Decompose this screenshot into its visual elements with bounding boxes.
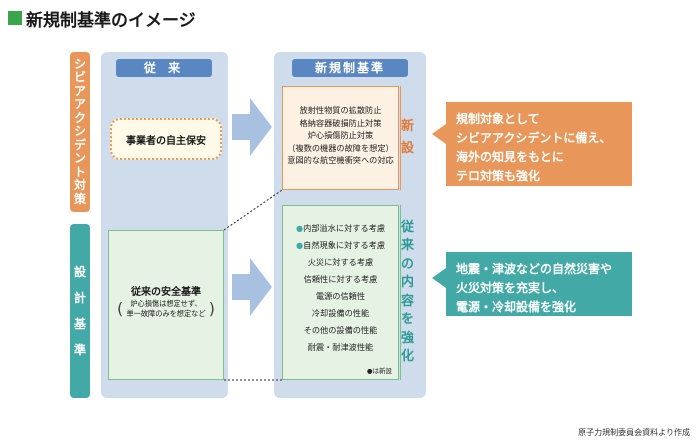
new-marker-icon: ● (295, 240, 304, 250)
side-label-design-basis-text-char: 準 (73, 343, 86, 357)
side-label-severe-accident-text-char: ビ (73, 70, 86, 85)
strengthened-item: 火災に対する考慮 (283, 254, 398, 271)
new-item-label: 格納容器破損防止対策 (299, 117, 382, 128)
note-pointer-bottom (432, 268, 446, 288)
tag-new-bracket: 新設 (400, 86, 427, 190)
severe-accident-note-line: シビアアクシデントに備え、 (456, 131, 612, 145)
strengthened-item: ●内部溢水に対する考慮 (283, 220, 398, 237)
old-safety-standard-note: ( 炉心損傷は想定せず、 単一故障のみを想定など ) (117, 299, 215, 319)
side-label-severe-accident-text-char: ク (73, 110, 86, 125)
strengthened-item: ●自然現象に対する考慮 (283, 237, 398, 254)
strengthened-item-label: 信頼性に対する考慮 (303, 274, 378, 284)
strengthened-item: 信頼性に対する考慮 (283, 271, 398, 288)
strengthened-item-label: 自然現象に対する考慮 (303, 240, 386, 250)
close-paren: ) (208, 299, 215, 318)
tag-strengthened-text-char: 内 (401, 275, 415, 290)
tag-strengthened-text-char: 容 (401, 293, 415, 309)
old-note-line1: 炉心損傷は想定せず、 (130, 299, 202, 308)
tag-new-text: 新設 (401, 116, 427, 160)
new-item: 放射性物質の拡散防止 (283, 104, 398, 117)
new-item-label: 意図的な航空機衝突への対応 (287, 155, 394, 165)
new-item-label: 炉心損傷防止対策 (307, 130, 374, 140)
new-item: （複数の機器の故障を想定） (283, 142, 398, 155)
tag-strengthened-text-char: 来 (401, 238, 415, 253)
strengthened-items-box: ●内部溢水に対する考慮●自然現象に対する考慮火災に対する考慮信頼性に対する考慮電… (282, 205, 399, 380)
strengthened-item: 耐震・耐津波性能 (283, 339, 398, 356)
severe-accident-note-line: 規制対象として (456, 112, 540, 126)
tag-strengthened-text-char: 強 (401, 330, 415, 346)
old-note-line2: 単一故障のみを想定など (126, 309, 206, 318)
arrow-lower-icon (232, 258, 272, 316)
strengthened-item: 電源の信頼性 (283, 288, 398, 305)
side-label-severe-accident-text-char: 策 (73, 191, 86, 206)
note-pointer-top (432, 124, 446, 144)
side-label-design-basis-text-char: 計 (73, 291, 86, 305)
new-column-header: 新規制基準 (292, 59, 408, 77)
tag-strengthened-text-char: 化 (401, 349, 415, 364)
strengthened-item-label: 電源の信頼性 (315, 291, 366, 301)
side-label-severe-accident-text-char: ン (73, 151, 86, 166)
side-label-severe-accident-text-char: シ (73, 124, 86, 139)
side-label-severe-accident-text: シビアアクシデント対策 (73, 56, 86, 207)
tag-new-text-char: 設 (401, 141, 415, 156)
new-marker-icon: ● (295, 223, 304, 233)
tag-strengthened-text-char: 従 (401, 219, 415, 235)
severe-accident-note-line: 海外の知見をもとに (456, 150, 564, 164)
side-label-design-basis-text-char: 設 (73, 265, 86, 279)
source-credit: 原子力規制委員会資料より作成 (578, 428, 690, 437)
side-label-design-basis-text: 設計基準 (74, 259, 86, 363)
design-basis-note: 地震・津波などの自然災害や火災対策を充実し、電源・冷却設備を強化 (446, 252, 632, 316)
old-column-header: 従 来 (116, 59, 212, 77)
open-paren: ( (117, 299, 124, 318)
tag-strengthened-bracket: 従来の内容を強化 (400, 205, 427, 380)
strengthened-item: 冷却設備の性能 (283, 305, 398, 322)
strengthened-item-label: 冷却設備の性能 (311, 308, 370, 318)
side-label-severe-accident-text-char: ト (73, 164, 86, 179)
side-label-design-basis: 設計基準 (70, 224, 90, 398)
new-item-label: （複数の機器の故障を想定） (287, 142, 394, 153)
design-basis-note-line: 火災対策を充実し、 (456, 281, 565, 295)
arrow-upper-icon (232, 98, 272, 156)
design-basis-note-line: 地震・津波などの自然災害や (456, 262, 613, 276)
tag-strengthened-text-char: を (401, 312, 415, 327)
old-safety-standard-box: 従来の安全基準 ( 炉心損傷は想定せず、 単一故障のみを想定など ) (108, 230, 224, 380)
new-item: 意図的な航空機衝突への対応 (283, 154, 398, 167)
voluntary-safety-label: 事業者の自主保安 (126, 135, 206, 147)
old-safety-standard-title: 従来の安全基準 (131, 287, 201, 298)
design-basis-note-line: 電源・冷却設備を強化 (456, 300, 577, 314)
side-label-design-basis-text-char: 基 (73, 317, 86, 331)
side-label-severe-accident-text-char: ア (73, 83, 86, 98)
side-label-severe-accident-text-char: デ (73, 137, 86, 152)
strengthened-item-label: 火災に対する考慮 (307, 257, 374, 267)
severe-accident-note: 規制対象としてシビアアクシデントに備え、海外の知見をもとにテロ対策も強化 (446, 102, 632, 186)
new-item: 炉心損傷防止対策 (283, 129, 398, 142)
new-item: 格納容器破損防止対策 (283, 117, 398, 130)
strengthened-item-label: 内部溢水に対する考慮 (303, 223, 386, 233)
new-item-label: 放射性物質の拡散防止 (299, 105, 382, 115)
side-label-severe-accident-text-char: シ (73, 56, 86, 71)
tag-strengthened-text-char: の (401, 256, 415, 272)
strengthened-item: その他の設備の性能 (283, 322, 398, 339)
voluntary-safety-box: 事業者の自主保安 (110, 118, 222, 160)
severe-accident-note-line: テロ対策も強化 (456, 169, 541, 183)
side-label-severe-accident: シビアアクシデント対策 (70, 52, 90, 212)
new-items-box: 放射性物質の拡散防止格納容器破損防止対策炉心損傷防止対策 （複数の機器の故障を想定… (282, 86, 399, 190)
strengthened-item-label: 耐震・耐津波性能 (307, 342, 374, 352)
side-label-severe-accident-text-char: ア (73, 97, 86, 112)
strengthened-item-label: その他の設備の性能 (303, 325, 378, 335)
title-marker (8, 11, 22, 25)
tag-new-text-char: 新 (401, 119, 415, 134)
legend-new: ●は新設 (366, 367, 392, 375)
page-title: 新規制基準のイメージ (26, 11, 196, 31)
tag-strengthened-text: 従来の内容を強化 (401, 219, 427, 367)
side-label-severe-accident-text-char: 対 (73, 178, 86, 193)
